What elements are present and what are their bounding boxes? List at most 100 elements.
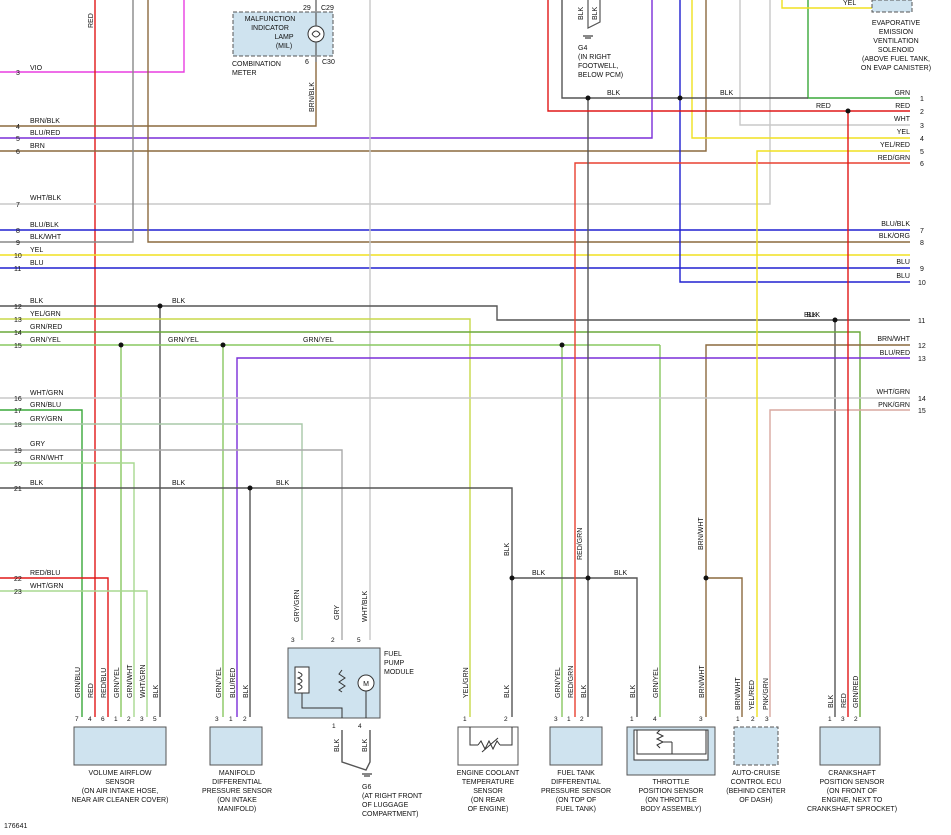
motor-label: M [363, 681, 369, 688]
wire-label: GRN/YEL [653, 667, 660, 698]
evap-label: VENTILATION [873, 38, 918, 45]
component-caption: SENSOR [473, 788, 503, 795]
pin-number: 2 [331, 637, 335, 644]
right-pin-num: 1 [920, 96, 924, 103]
right-pin-num: 10 [918, 280, 926, 287]
combination-meter-label: COMBINATION [232, 61, 281, 68]
wire-label: BLK [532, 570, 546, 577]
wire-label: BLK [172, 480, 186, 487]
right-pin-label: BLU [896, 273, 910, 280]
component-caption: FUEL TANK [557, 770, 595, 777]
component-caption: (ON TOP OF [556, 797, 596, 804]
pin-number: 2 [854, 716, 858, 723]
wire-blk-org [147, 0, 910, 243]
right-pin-label: WHT/GRN [877, 389, 910, 396]
wire-label: BLK [334, 738, 341, 752]
evap-label: (ABOVE FUEL TANK, [862, 56, 930, 63]
wire-blk-12 [0, 305, 910, 321]
pin-number: 1 [630, 716, 634, 723]
component-caption: ENGINE, NEXT TO [822, 797, 883, 804]
component-caption: AUTO-CRUISE [732, 770, 780, 777]
left-pin-num: 17 [14, 408, 22, 415]
pin-number: 3 [765, 716, 769, 723]
left-pin-label: GRY [30, 441, 45, 448]
wire-grn-wht [0, 462, 135, 717]
right-pin-num: 6 [920, 161, 924, 168]
g6-label: OF LUGGAGE [362, 802, 409, 809]
combination-meter-label: METER [232, 70, 257, 77]
lamp-icon [307, 25, 325, 43]
left-pin-label: VIO [30, 65, 43, 72]
pin-number: 3 [699, 716, 703, 723]
mil-area: MALFUNCTION INDICATOR LAMP (MIL) 29 C29 … [88, 0, 335, 112]
c29-label: C29 [321, 5, 334, 12]
right-pin-label: RED/GRN [878, 155, 910, 162]
pin-number: 2 [751, 716, 755, 723]
fuel-pump-label: MODULE [384, 669, 414, 676]
engine-coolant-temperature-sensor: YEL/GRN BLK 1 2 ENGINE COOLANT TEMPERATU… [457, 667, 520, 813]
wire-label: GRN/RED [853, 676, 860, 708]
component-caption: TEMPERATURE [462, 779, 515, 786]
component-box [819, 726, 881, 766]
wire-gry-grn [0, 423, 303, 640]
left-pin-num: 16 [14, 396, 22, 403]
component-box [549, 726, 603, 766]
right-pin-label: PNK/GRN [878, 402, 910, 409]
tps-inner [633, 729, 709, 761]
junction-dot [559, 342, 565, 348]
pin-number: 3 [215, 716, 219, 723]
left-pin-label: BLK [30, 298, 44, 305]
wire-yel-grn [0, 318, 471, 717]
component-caption: CONTROL ECU [731, 779, 782, 786]
junction-dot [118, 342, 124, 348]
mid-labels: BLK BLK GRN/YEL GRN/YEL BLK BLK BLK RED/… [168, 298, 818, 622]
left-pin-label: BRN/BLK [30, 118, 60, 125]
component-caption: MANIFOLD [219, 770, 255, 777]
evap-solenoid: YEL EVAPORATIVE EMISSION VENTILATION SOL… [843, 0, 931, 72]
component-caption: BODY ASSEMBLY) [641, 806, 702, 813]
wire-wht-blk [0, 0, 771, 205]
wire-label: BLK [581, 684, 588, 698]
wire-label: GRY [334, 605, 341, 620]
wire-label: YEL/GRN [463, 667, 470, 698]
component-caption: OF DASH) [739, 797, 772, 804]
right-pin-label: BLK/ORG [879, 233, 910, 240]
ect-internal [469, 727, 478, 746]
junction-dot [585, 95, 591, 101]
component-box [209, 726, 263, 766]
pin-number: 1 [229, 716, 233, 723]
left-pin-num: 15 [14, 343, 22, 350]
pin-number: 4 [358, 723, 362, 730]
wire-label: GRN/WHT [127, 664, 134, 698]
right-pin-num: 3 [920, 123, 924, 130]
pin-number: 2 [504, 716, 508, 723]
right-pin-num: 15 [918, 408, 926, 415]
component-caption: FUEL TANK) [556, 806, 596, 813]
wire-gry [0, 449, 343, 640]
pin-number: 3 [140, 716, 144, 723]
evap-box [871, 0, 913, 13]
wire-pnk-grn [769, 409, 910, 717]
wire-blk-21 [0, 487, 513, 717]
wire-wht-grn-23 [0, 590, 148, 717]
g6-label: G6 [362, 784, 371, 791]
junction-dot [509, 575, 515, 581]
right-pin-label: BLU/RED [880, 350, 910, 357]
wire-blk-ect-ft [512, 577, 638, 717]
wire-red-grn [574, 162, 910, 717]
wire-label: BLK [153, 684, 160, 698]
junction-dot [585, 575, 591, 581]
left-pin-num: 9 [16, 240, 20, 247]
pin-number: 2 [243, 716, 247, 723]
left-pin-label: YEL/GRN [30, 311, 61, 318]
component-caption: (ON FRONT OF [827, 788, 877, 795]
right-pin-label: YEL/RED [880, 142, 910, 149]
component-box [733, 726, 779, 766]
pin-number: 3 [291, 637, 295, 644]
left-pin-num: 4 [16, 124, 20, 131]
pin-number: 2 [580, 716, 584, 723]
right-pin-num: 2 [920, 109, 924, 116]
wire-label: RED [88, 683, 95, 698]
g4-label: FOOTWELL, [578, 63, 619, 70]
right-pin-label: BLU [896, 259, 910, 266]
